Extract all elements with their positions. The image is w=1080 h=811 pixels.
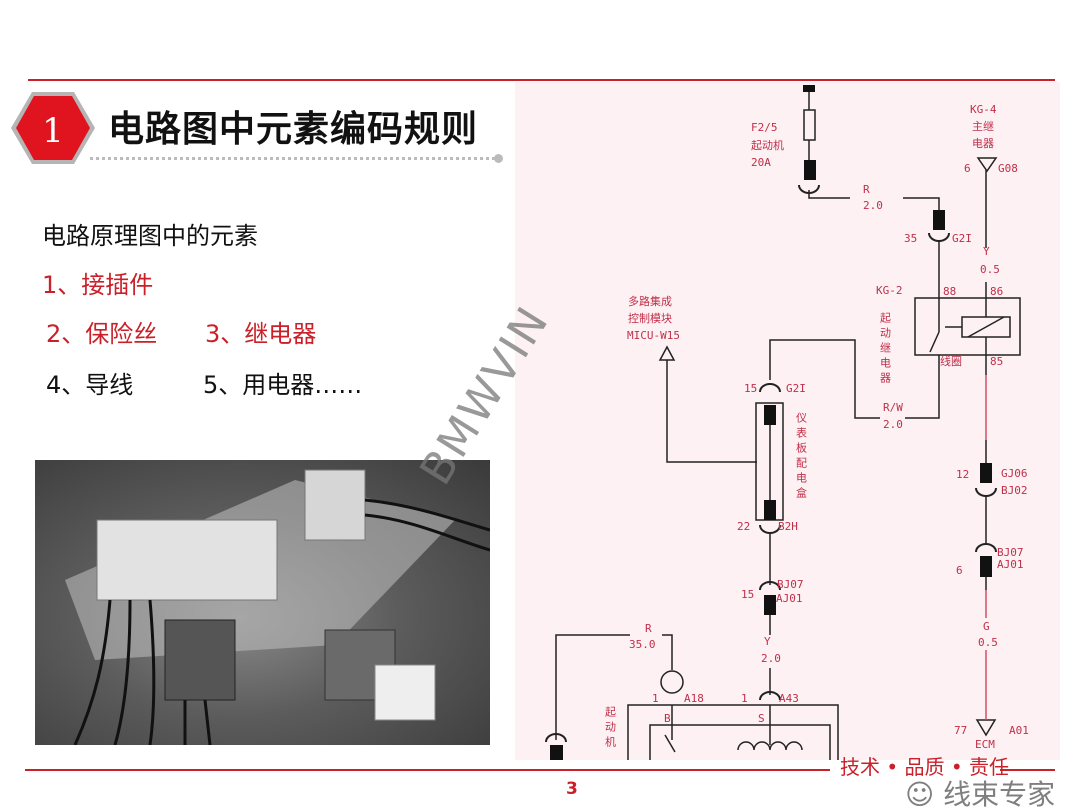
- fuse-box-name: 仪表板配电盒: [795, 412, 808, 502]
- relay-pin: 88: [943, 285, 956, 298]
- pin-number: 6: [964, 162, 971, 175]
- wire-color: R: [863, 183, 870, 196]
- pin-number: 12: [956, 468, 969, 481]
- list-item-wire: 4、导线: [46, 371, 134, 399]
- wire-size: 2.0: [883, 418, 903, 431]
- wechat-icon: ☺: [905, 778, 935, 811]
- relay-pin: 86: [990, 285, 1003, 298]
- pin-number: 35: [904, 232, 917, 245]
- connector-code: A43: [779, 692, 799, 705]
- module-name: 多路集成: [628, 294, 672, 308]
- footer-slogan: 技术 • 品质 • 责任: [840, 755, 1010, 779]
- wechat-account-name: 线束专家: [943, 778, 1056, 811]
- wire-color: R/W: [883, 401, 903, 414]
- wechat-watermark: ☺ 线束专家: [905, 781, 1055, 809]
- connector-code: G2I: [952, 232, 972, 245]
- module-name: 控制模块: [628, 311, 672, 325]
- wire-color: G: [983, 620, 990, 633]
- bottom-rule: [25, 769, 830, 771]
- relay-pin: 85: [990, 355, 1003, 368]
- connector-code: GJ06: [1001, 467, 1028, 480]
- wire-size: 2.0: [863, 199, 883, 212]
- starter-pin: B: [664, 712, 671, 725]
- pin-number: 6: [956, 564, 963, 577]
- starter-name: 起动机: [604, 706, 617, 751]
- pin-number: 15: [744, 382, 757, 395]
- bottom-rule-right: [1000, 769, 1055, 771]
- wire-size: 2.0: [761, 652, 781, 665]
- relay-code: KG-4: [970, 103, 997, 116]
- connector-code: BJ07: [997, 546, 1024, 559]
- wire-color: R: [645, 622, 652, 635]
- pin-number: 1: [652, 692, 659, 705]
- relay-name: 起动继电器: [879, 312, 892, 387]
- module-code: ECM: [975, 738, 995, 751]
- relay-name: 电器: [972, 137, 994, 150]
- title-underline: [90, 157, 495, 160]
- relay-name: 主继: [972, 120, 994, 133]
- section-number: 1: [42, 111, 64, 151]
- connector-code: BJ02: [1001, 484, 1028, 497]
- connector-code: G2I: [786, 382, 806, 395]
- pin-number: 15: [741, 588, 754, 601]
- list-item-fuse: 2、保险丝: [46, 320, 158, 348]
- connector-code: BJ07: [777, 578, 804, 591]
- page-title: 电路图中元素编码规则: [108, 109, 479, 150]
- section-number-badge: 1: [11, 92, 95, 164]
- connector-code: G08: [998, 162, 1018, 175]
- connector-code: AJ01: [997, 558, 1024, 571]
- connector-code: A01: [1009, 724, 1029, 737]
- pin-number: 1: [741, 692, 748, 705]
- list-item-relay: 3、继电器: [205, 320, 317, 348]
- pin-number: 22: [737, 520, 750, 533]
- content-heading: 电路原理图中的元素: [42, 222, 258, 250]
- relay-code: KG-2: [876, 284, 903, 297]
- wire-color: Y: [764, 635, 771, 648]
- fuse-code: F2/5: [751, 121, 778, 134]
- coil-label: 线圈: [940, 354, 962, 368]
- wire-size: 0.5: [978, 636, 998, 649]
- circuit-diagram: F2/5 起动机 20A R 2.0 35 G2I KG-4 主继 电器 6 G…: [515, 82, 1060, 766]
- list-item-connector: 1、接插件: [42, 271, 154, 299]
- pin-number: 77: [954, 724, 967, 737]
- fuse-rating: 20A: [751, 156, 771, 169]
- top-rule: [28, 79, 1055, 81]
- page-number: 3: [566, 779, 578, 799]
- connector-photo: [35, 460, 490, 745]
- connector-code: AJ01: [776, 592, 803, 605]
- wire-size: 0.5: [980, 263, 1000, 276]
- fuse-name: 起动机: [751, 138, 784, 152]
- connector-code: B2H: [778, 520, 798, 533]
- starter-pin: S: [758, 712, 765, 725]
- wire-color: Y: [983, 245, 990, 258]
- title-underline-end: [494, 154, 503, 163]
- module-code: MICU-W15: [627, 329, 680, 342]
- connector-code: A18: [684, 692, 704, 705]
- list-item-load: 5、用电器……: [203, 371, 363, 399]
- wire-size: 35.0: [629, 638, 656, 651]
